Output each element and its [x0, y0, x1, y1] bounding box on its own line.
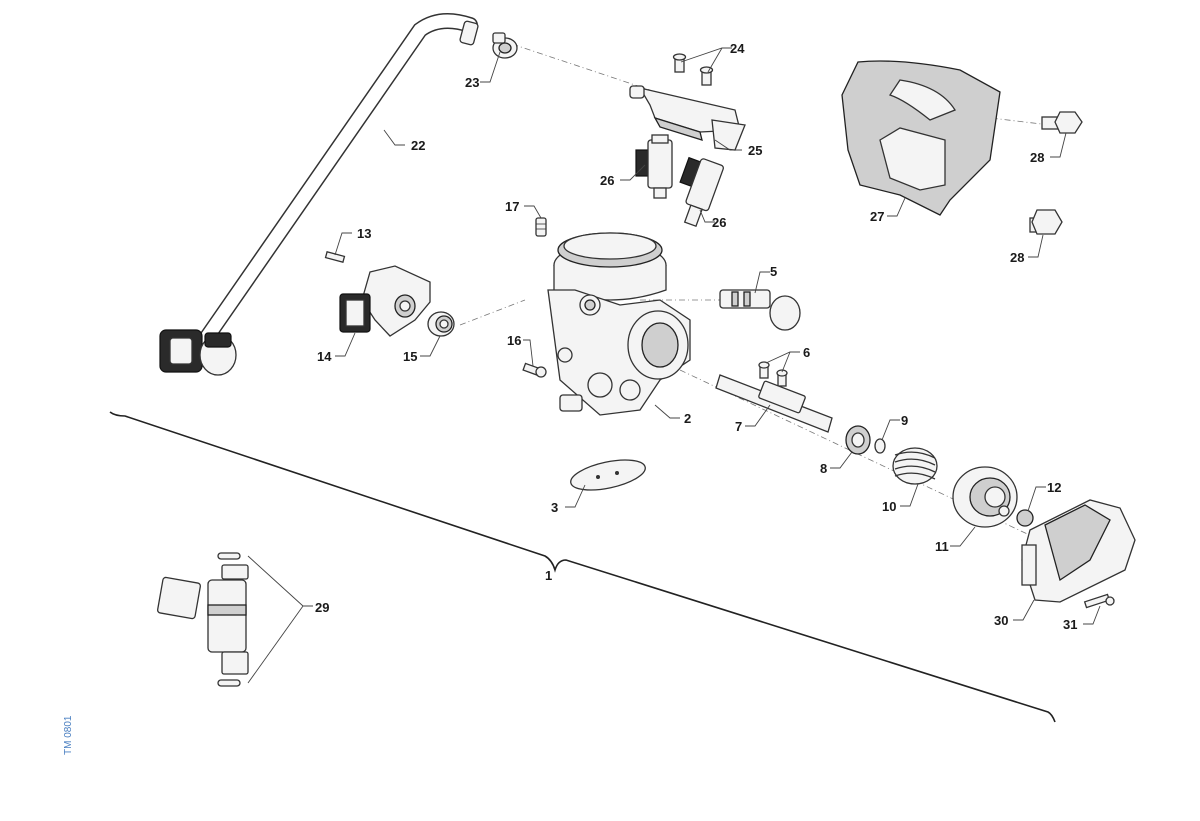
callout-30: 30: [994, 613, 1008, 628]
assembly-bracket: [109, 411, 1056, 723]
callout-7: 7: [735, 419, 742, 434]
callout-26b: 26: [712, 215, 726, 230]
callout-31: 31: [1063, 617, 1077, 632]
callout-26a: 26: [600, 173, 614, 188]
throttle-body-part-2: [547, 232, 691, 416]
fuel-rail-part-25: [629, 85, 746, 151]
callout-28a: 28: [1030, 150, 1044, 165]
callout-8: 8: [820, 461, 827, 476]
nut-part-12: [1016, 509, 1034, 527]
pin-part-17: [535, 217, 547, 237]
valve-part-5: [719, 289, 801, 331]
callout-9: 9: [901, 413, 908, 428]
sensor-part-14: [339, 265, 431, 337]
callout-29: 29: [315, 600, 329, 615]
hose-elbow-connector: [159, 329, 237, 376]
screws-part-6: [758, 361, 788, 387]
screw-part-31: [1083, 593, 1115, 609]
pulley-part-11: [952, 466, 1018, 528]
screws-part-24: [672, 53, 714, 86]
washer-part-9: [874, 438, 886, 454]
callout-10: 10: [882, 499, 896, 514]
throttle-plate-part-3: [570, 459, 646, 491]
hose-clamp-part-23: [492, 32, 518, 59]
shaft-part-7: [715, 374, 833, 433]
callout-13: 13: [357, 226, 371, 241]
callout-17: 17: [505, 199, 519, 214]
screw-part-16: [522, 362, 547, 378]
injectors-part-26: [635, 134, 724, 228]
callout-23: 23: [465, 75, 479, 90]
callout-25: 25: [748, 143, 762, 158]
callout-1: 1: [545, 568, 552, 583]
callout-14: 14: [317, 349, 332, 364]
callout-27: 27: [870, 209, 884, 224]
bolts-part-28: [1029, 111, 1083, 235]
screw-part-13: [324, 250, 346, 264]
callout-28b: 28: [1010, 250, 1024, 265]
cover-part-27: [841, 60, 1001, 216]
hose-part-22: [159, 13, 479, 376]
bushing-part-15: [427, 311, 455, 337]
callout-15: 15: [403, 349, 417, 364]
injector-assembly-part-29: [156, 552, 249, 687]
callout-12: 12: [1047, 480, 1061, 495]
callout-22: 22: [411, 138, 425, 153]
side-cover-part-30: [1021, 499, 1136, 603]
bearing-part-8: [845, 425, 871, 455]
spring-part-10: [892, 447, 938, 485]
callout-24: 24: [730, 41, 745, 56]
callout-16: 16: [507, 333, 521, 348]
callout-3: 3: [551, 500, 558, 515]
callout-11: 11: [935, 539, 949, 554]
callout-5: 5: [770, 264, 777, 279]
leader-lines: [247, 47, 1101, 684]
reference-code: TM 0801: [63, 715, 74, 755]
callout-2: 2: [684, 411, 691, 426]
callout-labels: 1 2 3 5 6 7 8 9 10 11 12 13 14 15 16 17 …: [315, 41, 1077, 632]
callout-6: 6: [803, 345, 810, 360]
